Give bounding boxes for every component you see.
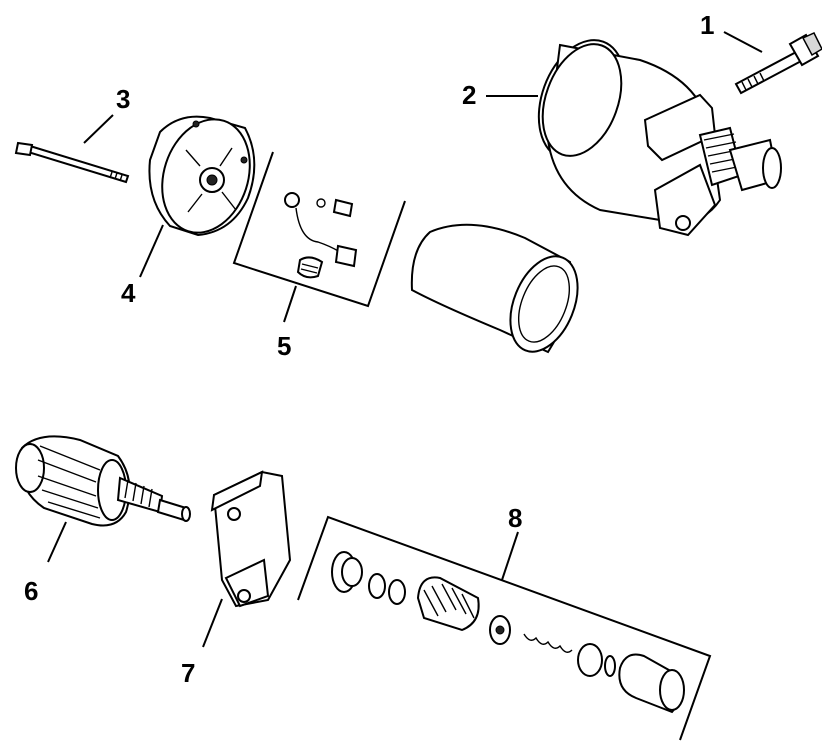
part-3-through-bolt: [14, 114, 130, 184]
callout-6: 6: [24, 576, 38, 606]
callout-1: 1: [700, 10, 714, 40]
callout-7: 7: [181, 658, 195, 688]
part-8-drive-kit: [297, 515, 712, 741]
callout-2: 2: [462, 80, 476, 110]
part-5-brush-kit: [232, 151, 406, 323]
part-4-end-cap: [139, 115, 256, 278]
frame-housing: [410, 223, 579, 354]
part-7-drive-end-cap: [202, 470, 292, 648]
callout-4: 4: [121, 278, 136, 308]
callout-5: 5: [277, 331, 291, 361]
part-1-bolt: [723, 31, 822, 95]
callout-3: 3: [116, 84, 130, 114]
part-2-starter-assembly: [486, 39, 782, 237]
part-6-armature: [15, 435, 191, 563]
callout-8: 8: [508, 503, 522, 533]
